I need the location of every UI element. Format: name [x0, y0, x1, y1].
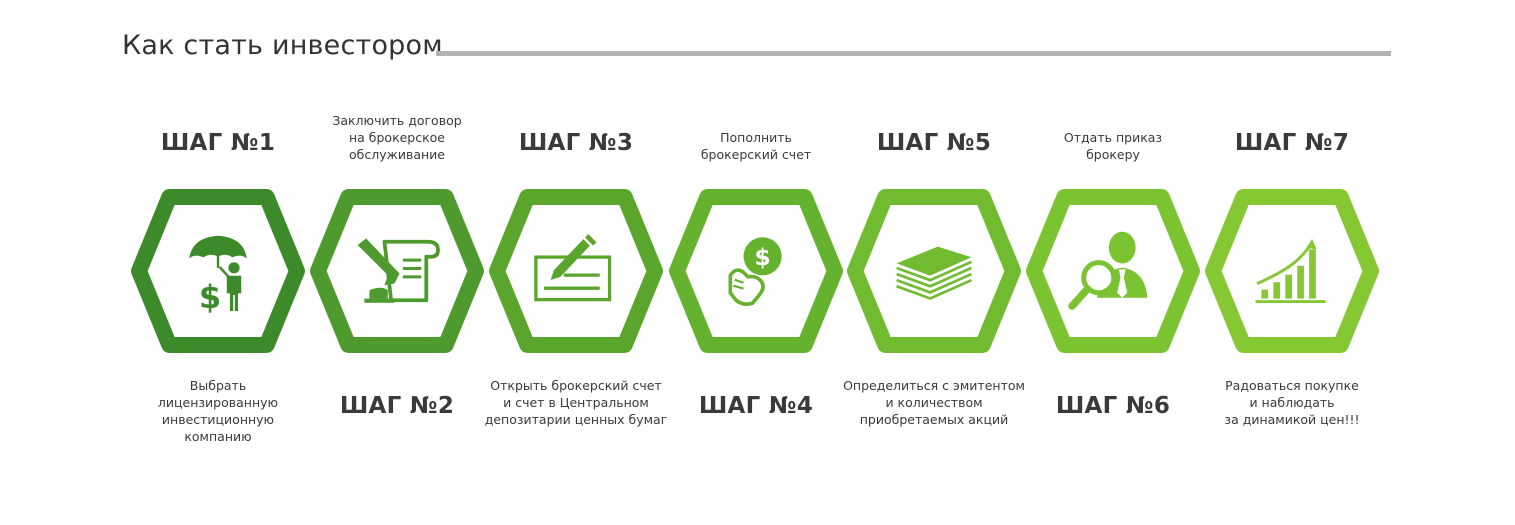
step-4-title: ШАГ №4: [698, 393, 814, 419]
step-1-title: ШАГ №1: [160, 130, 276, 156]
step-7-title: ШАГ №7: [1234, 130, 1350, 156]
step-3-title: ШАГ №3: [518, 130, 634, 156]
page-title: Как стать инвестором: [122, 30, 443, 61]
title-rule: [436, 51, 1391, 56]
step-6-title: ШАГ №6: [1055, 393, 1171, 419]
step-7-hexagon: [1205, 189, 1379, 353]
step-1-hexagon: [131, 189, 305, 353]
step-2-title: ШАГ №2: [339, 393, 455, 419]
step-3-hexagon: [489, 189, 663, 353]
step-5-title: ШАГ №5: [876, 130, 992, 156]
